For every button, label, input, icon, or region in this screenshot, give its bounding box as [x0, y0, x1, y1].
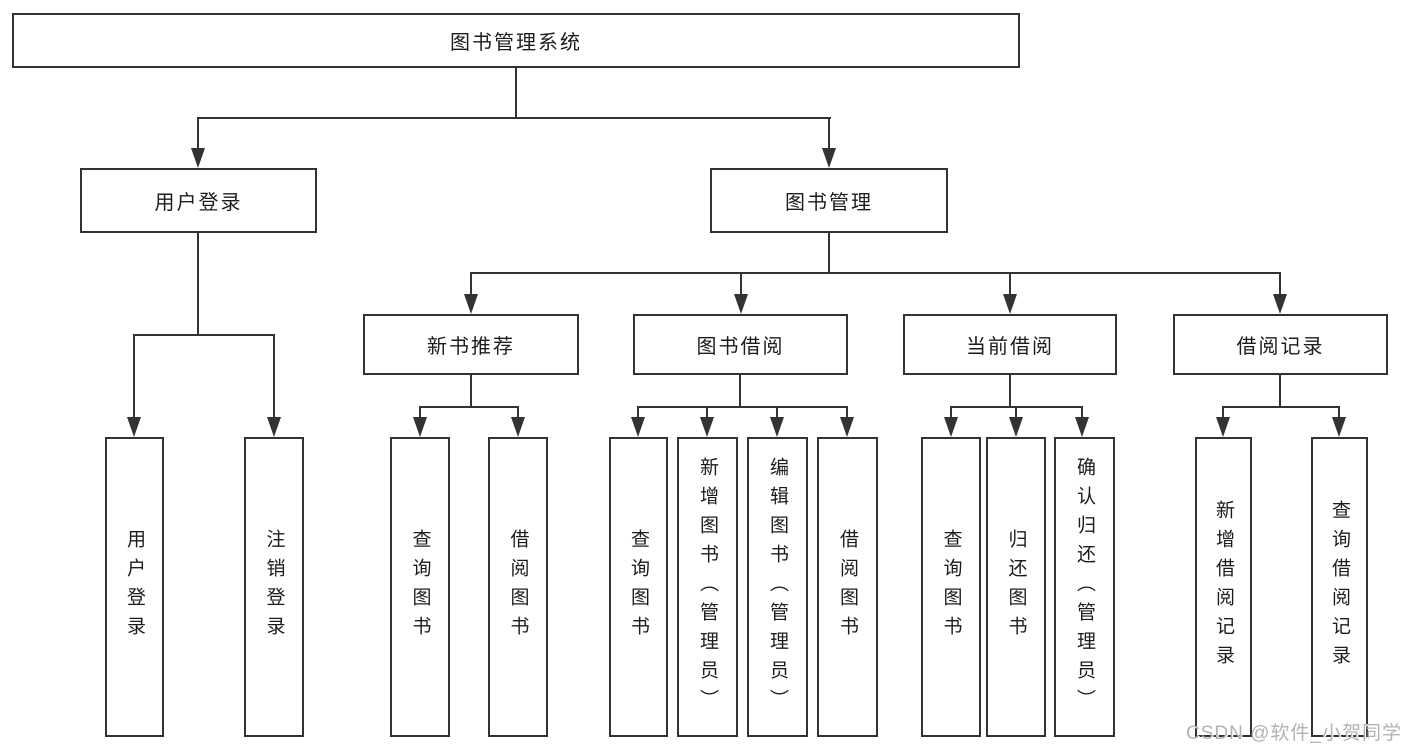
- node-book-borrowing: 图书借阅: [633, 314, 848, 375]
- connector-line: [197, 117, 199, 150]
- arrow-down-icon: [464, 294, 478, 314]
- arrow-down-icon: [1009, 417, 1023, 437]
- leaf-add-borrow-record: 新增借阅记录: [1195, 437, 1252, 737]
- arrow-down-icon: [127, 417, 141, 437]
- node-label: 新书推荐: [427, 336, 515, 358]
- connector-line: [828, 117, 830, 150]
- leaf-user-login: 用户登录: [105, 437, 164, 737]
- node-label: 图书借阅: [696, 336, 785, 358]
- arrow-down-icon: [700, 417, 714, 437]
- connector-line: [1009, 375, 1011, 407]
- connector-line: [1222, 406, 1340, 408]
- connector-line: [470, 272, 472, 295]
- node-book-management: 图书管理: [710, 168, 948, 233]
- arrow-down-icon: [631, 417, 645, 437]
- csdn-watermark: CSDN @软件_小贺同学: [1186, 723, 1402, 744]
- node-new-book-recommend: 新书推荐: [363, 314, 579, 375]
- connector-line: [273, 334, 275, 418]
- connector-line: [517, 406, 519, 418]
- node-label: 借阅图书: [837, 529, 858, 645]
- connector-line: [846, 406, 848, 418]
- arrow-down-icon: [944, 417, 958, 437]
- node-label: 借阅图书: [507, 529, 529, 645]
- connector-line: [637, 406, 639, 418]
- connector-line: [1015, 406, 1017, 418]
- arrow-down-icon: [1273, 294, 1287, 314]
- connector-line: [197, 117, 831, 119]
- connector-line: [1009, 272, 1011, 295]
- node-label: 查询图书: [940, 529, 962, 645]
- node-label: 归还图书: [1005, 529, 1027, 645]
- arrow-down-icon: [822, 148, 836, 168]
- node-label: 用户登录: [124, 529, 145, 645]
- leaf-confirm-return-admin: 确认归还（管理员）: [1054, 437, 1115, 737]
- connector-line: [470, 272, 1281, 274]
- leaf-edit-books-admin: 编辑图书（管理员）: [747, 437, 808, 737]
- node-label: 图书管理: [785, 192, 873, 214]
- node-root-library-system: 图书管理系统: [12, 13, 1020, 68]
- connector-line: [1338, 406, 1340, 418]
- node-label: 新增借阅记录: [1213, 500, 1234, 674]
- connector-line: [133, 334, 135, 418]
- arrow-down-icon: [191, 148, 205, 168]
- arrow-down-icon: [511, 417, 525, 437]
- connector-line: [419, 406, 519, 408]
- node-label: 查询图书: [409, 529, 431, 645]
- arrow-down-icon: [840, 417, 854, 437]
- node-user-login: 用户登录: [80, 168, 317, 233]
- connector-line: [419, 406, 421, 418]
- node-label: 查询借阅记录: [1329, 500, 1350, 674]
- connector-line: [515, 68, 517, 118]
- node-borrow-records: 借阅记录: [1173, 314, 1388, 375]
- connector-line: [470, 375, 472, 407]
- node-label: 查询图书: [628, 529, 649, 645]
- node-label: 编辑图书（管理员）: [767, 456, 788, 718]
- leaf-query-books-recommend: 查询图书: [390, 437, 450, 737]
- leaf-borrow-books-recommend: 借阅图书: [488, 437, 548, 737]
- leaf-add-books-admin: 新增图书（管理员）: [677, 437, 738, 737]
- node-label: 新增图书（管理员）: [697, 456, 718, 718]
- leaf-query-borrow-record: 查询借阅记录: [1311, 437, 1368, 737]
- node-label: 用户登录: [154, 192, 243, 214]
- arrow-down-icon: [1332, 417, 1346, 437]
- leaf-borrow-books: 借阅图书: [817, 437, 878, 737]
- node-label: 图书管理系统: [450, 32, 582, 54]
- leaf-logout: 注销登录: [244, 437, 304, 737]
- leaf-query-books-borrow: 查询图书: [609, 437, 668, 737]
- node-label: 借阅记录: [1236, 336, 1325, 358]
- node-label: 确认归还（管理员）: [1074, 456, 1095, 718]
- leaf-query-books-current: 查询图书: [921, 437, 981, 737]
- connector-line: [1279, 272, 1281, 295]
- connector-line: [1222, 406, 1224, 418]
- connector-line: [1279, 375, 1281, 407]
- connector-line: [706, 406, 708, 418]
- connector-line: [828, 233, 830, 273]
- connector-line: [133, 334, 275, 336]
- arrow-down-icon: [267, 417, 281, 437]
- node-label: 注销登录: [263, 529, 285, 645]
- node-label: 当前借阅: [966, 336, 1054, 358]
- arrow-down-icon: [413, 417, 427, 437]
- node-current-borrowing: 当前借阅: [903, 314, 1117, 375]
- connector-line: [637, 406, 848, 408]
- connector-line: [1081, 406, 1083, 418]
- arrow-down-icon: [1075, 417, 1089, 437]
- connector-line: [740, 272, 742, 295]
- leaf-return-books: 归还图书: [986, 437, 1046, 737]
- connector-line: [950, 406, 952, 418]
- connector-line: [739, 375, 741, 407]
- arrow-down-icon: [770, 417, 784, 437]
- arrow-down-icon: [1216, 417, 1230, 437]
- arrow-down-icon: [734, 294, 748, 314]
- connector-line: [776, 406, 778, 418]
- arrow-down-icon: [1003, 294, 1017, 314]
- connector-line: [197, 233, 199, 335]
